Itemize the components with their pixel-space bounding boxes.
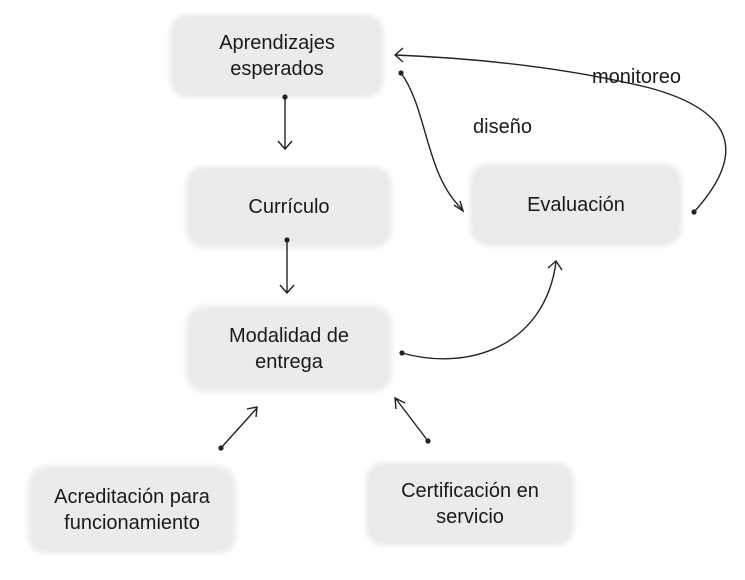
node-acreditacion-para-funcionamiento: Acreditación para funcionamiento (32, 470, 232, 550)
node-certificacion-label: Certificación en servicio (401, 480, 539, 528)
node-curriculo: Currículo (190, 170, 388, 244)
node-acreditacion-label: Acreditación para funcionamiento (54, 486, 210, 534)
arrow-curriculo-to-modalidad (279, 237, 295, 295)
arrow-aprendizajes-to-curriculo (277, 94, 293, 151)
node-curriculo-label: Currículo (248, 196, 330, 218)
node-aprendizajes-esperados: Aprendizajes esperados (174, 18, 380, 94)
edge-label-diseno: diseño (473, 116, 532, 138)
arrow-monitoreo (393, 47, 727, 215)
node-certificacion-en-servicio: Certificación en servicio (370, 466, 570, 542)
arrow-modalidad-to-evaluacion (399, 259, 563, 360)
node-aprendizajes-esperados-label: Aprendizajes esperados (219, 32, 335, 80)
node-evaluacion-label: Evaluación (527, 194, 625, 216)
edge-label-monitoreo: monitoreo (592, 66, 681, 88)
arrow-certificacion-to-modalidad (394, 396, 431, 444)
arrow-diseno (398, 70, 465, 213)
node-evaluacion: Evaluación (474, 168, 678, 242)
arrow-acreditacion-to-modalidad (218, 406, 258, 451)
node-modalidad-de-entrega: Modalidad de entrega (190, 310, 388, 388)
node-modalidad-de-entrega-label: Modalidad de entrega (228, 325, 350, 373)
